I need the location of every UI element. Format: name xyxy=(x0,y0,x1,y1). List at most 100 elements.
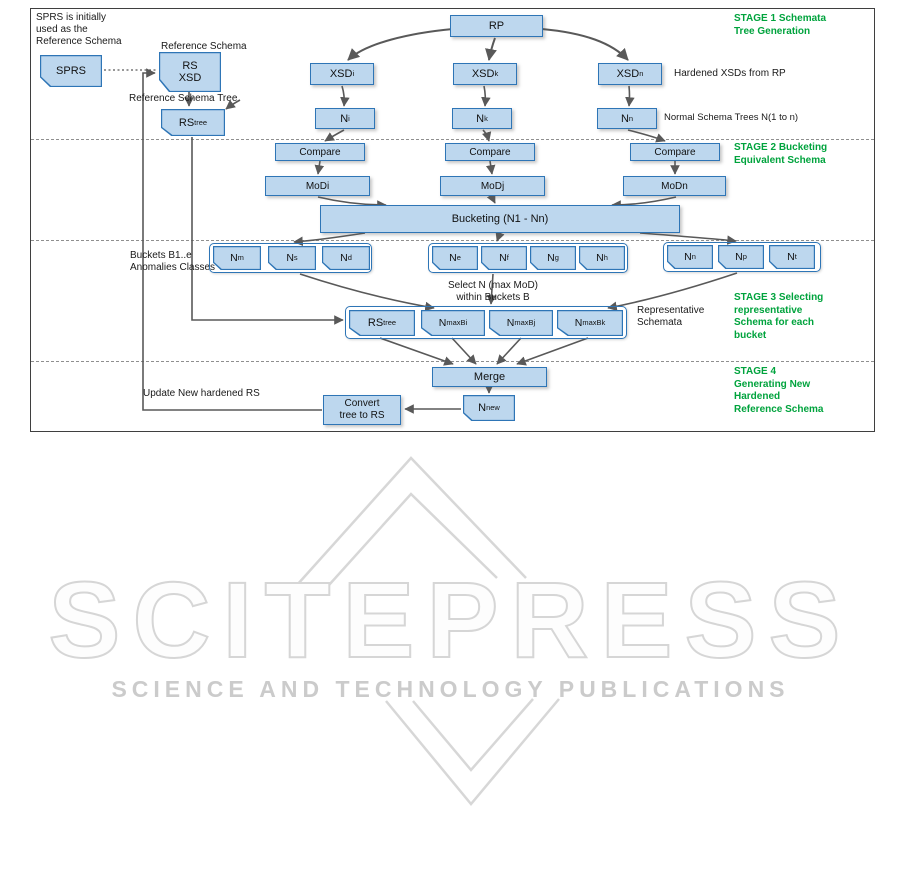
compare-box-3: Compare xyxy=(630,143,720,161)
label-base: XSD xyxy=(616,68,640,80)
bucket-group-3 xyxy=(663,242,821,272)
label-base: N xyxy=(449,252,457,264)
label-sub: i xyxy=(348,113,350,123)
label-sub: n xyxy=(691,252,696,262)
node-mod-n-label: MoDn xyxy=(661,180,688,192)
hardened-xsds-label: Hardened XSDs from RP xyxy=(674,68,786,79)
buckets-note: Buckets B1..e Anomalies Classes xyxy=(130,250,216,273)
convert-box-line2: tree to RS xyxy=(339,410,385,421)
node-rp-label: RP xyxy=(488,20,505,32)
bucket-group-1 xyxy=(209,243,372,273)
label-base: N xyxy=(286,252,294,264)
label-sub: g xyxy=(554,253,559,263)
compare-box-2-label: Compare xyxy=(469,146,511,158)
label-sub: tree xyxy=(194,117,208,127)
label-base: N xyxy=(438,317,447,329)
stage4-label: STAGE 4 Generating New Hardened Referenc… xyxy=(734,366,824,415)
label-base: N xyxy=(476,112,485,125)
node-mod-j-label: MoDj xyxy=(480,180,505,192)
label-sub: h xyxy=(603,253,608,263)
label-base: N xyxy=(340,252,348,264)
label-sub: n xyxy=(639,69,644,79)
label-sub: maxBj xyxy=(514,318,536,328)
node-rs-xsd: RS XSD xyxy=(159,52,221,92)
label-sub: n xyxy=(628,113,634,123)
label-sub: e xyxy=(456,253,461,263)
stage-divider-1 xyxy=(31,139,874,140)
sprs-note: SPRS is initially used as the Reference … xyxy=(36,12,122,47)
label-sub: f xyxy=(506,253,509,263)
reference-schema-label: Reference Schema xyxy=(161,41,247,52)
node-mod-j: MoDj xyxy=(440,176,545,196)
label-base: RS xyxy=(178,116,195,129)
merge-box: Merge xyxy=(432,367,547,387)
label-base: N xyxy=(506,317,515,329)
stage2-label: STAGE 2 Bucketing Equivalent Schema xyxy=(734,142,828,166)
watermark-tagline: SCIENCE AND TECHNOLOGY PUBLICATIONS xyxy=(111,676,790,702)
stage-divider-3 xyxy=(31,361,874,362)
label-sub: i xyxy=(352,69,355,79)
convert-box: Convert tree to RS xyxy=(323,395,401,425)
convert-box-line1: Convert xyxy=(344,398,380,409)
watermark-brand: SCITEPRESS xyxy=(47,559,853,680)
node-mod-n: MoDn xyxy=(623,176,726,196)
node-sprs-label: SPRS xyxy=(56,65,86,77)
label-sub: d xyxy=(347,253,352,263)
compare-box-3-label: Compare xyxy=(654,146,696,158)
reference-schema-tree-label: Reference Schema Tree xyxy=(129,93,238,104)
bucket-group-2 xyxy=(428,243,628,273)
label-base: N xyxy=(787,251,795,263)
label-sub: t xyxy=(794,252,797,262)
label-base: N xyxy=(574,317,583,329)
compare-box-1: Compare xyxy=(275,143,365,161)
label-sub: k xyxy=(484,113,488,123)
node-mod-i: MoDi xyxy=(265,176,370,196)
label-base: N xyxy=(684,251,692,263)
label-sub: m xyxy=(237,253,244,263)
label-sub: s xyxy=(293,253,298,263)
stage3-label: STAGE 3 Selecting representative Schema … xyxy=(734,292,824,341)
label-sub: new xyxy=(486,403,500,413)
label-base: XSD xyxy=(471,68,495,80)
node-sprs: SPRS xyxy=(40,55,102,87)
label-sub: p xyxy=(742,252,747,262)
label-sub: k xyxy=(494,69,499,79)
label-base: N xyxy=(620,112,629,125)
merge-box-label: Merge xyxy=(473,371,506,383)
label-sub: maxBi xyxy=(446,318,468,328)
label-base: N xyxy=(547,252,555,264)
update-note: Update New hardened RS xyxy=(143,388,260,399)
label-sub: tree xyxy=(383,318,397,328)
label-base: N xyxy=(478,402,487,414)
